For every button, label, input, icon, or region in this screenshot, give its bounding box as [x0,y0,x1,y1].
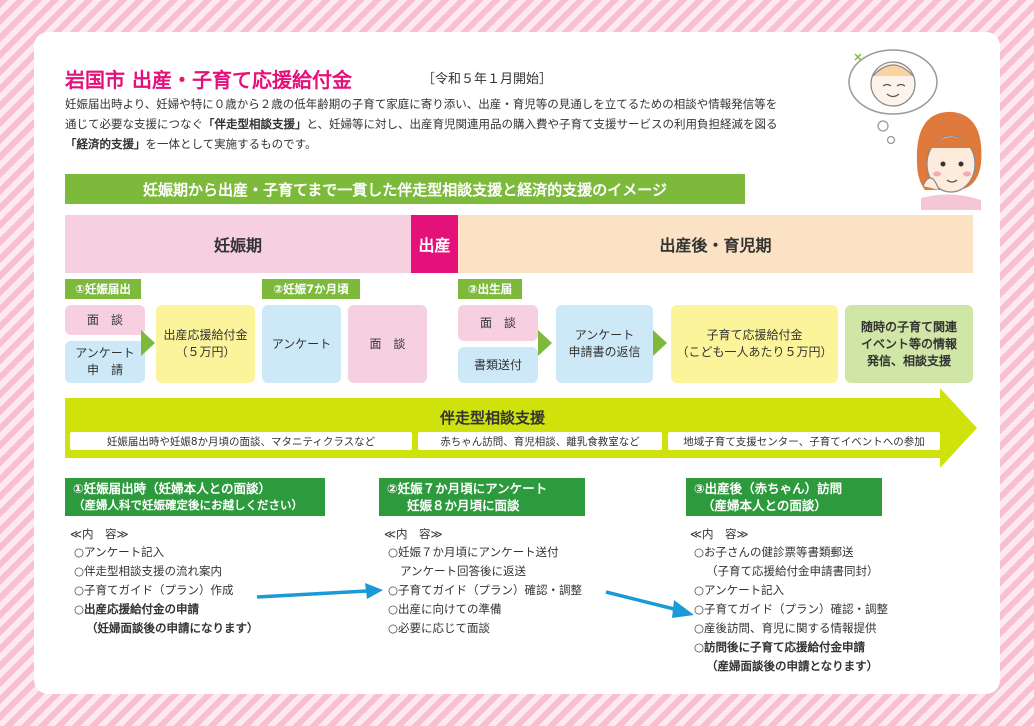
step3-grant-amount: （こども一人あたり５万円） [676,345,833,359]
support-bar-title: 伴走型相談支援 [440,409,546,427]
step2-tag: ②妊娠7か月頃 [262,279,360,299]
list-item: ○必要に応じて面談 [388,621,491,635]
step1-grant-label: 出産応援給付金 [163,328,248,342]
detail1-list: ○アンケート記入 ○伴走型相談支援の流れ案内 ○子育てガイド（プラン）作成 ○出… [74,543,259,638]
phase-pregnancy: 妊娠期 [65,215,411,273]
list-item: （子育て応援給付金申請書同封） [706,564,879,578]
step3-return-box: アンケート 申請書の返信 [556,305,653,383]
intro-line-1: 妊娠届出時より、妊婦や特に０歳から２歳の低年齢期の子育て家庭に寄り添い、出産・育… [65,97,778,111]
support-pill-1: 妊娠届出時や妊娠8か月頃の面談、マタニティクラスなど [70,432,412,450]
support-arrow [65,388,977,468]
flow-chevron [141,330,155,356]
list-item: ○出産応援給付金の申請 [74,602,200,616]
detail3-header-sub: （産婦本人との面談） [702,498,827,513]
detail3-header-title: ③出産後（赤ちゃん）訪問 [694,481,843,496]
step3-support-line1: 随時の子育て関連 [860,319,957,334]
detail1-content-label: ≪内 容≫ [70,527,129,541]
list-item: ○出産に向けての準備 [388,602,502,616]
list-item: ○アンケート記入 [74,545,165,559]
phase-birth: 出産 [411,215,458,273]
list-item: ○アンケート記入 [694,583,785,597]
step1-tag: ①妊娠届出 [65,279,141,299]
section-banner: 妊娠期から出産・子育てまで一貫した伴走型相談支援と経済的支援のイメージ [65,174,745,204]
detail3-list: ○お子さんの健診票等書類郵送 （子育て応援給付金申請書同封） ○アンケート記入 … [694,543,888,676]
step3-grant-label: 子育て応援給付金 [706,328,803,342]
detail2-content-label: ≪内 容≫ [384,527,443,541]
step1-grant-amount: （５万円） [175,345,236,359]
detail2-header-title: ②妊娠７か月頃にアンケート [387,481,548,496]
start-date-note: ［令和５年１月開始］ [422,72,553,87]
list-item: ○訪問後に子育て応援給付金申請 [694,640,866,654]
list-item: ○お子さんの健診票等書類郵送 [694,545,854,559]
page-title: 岩国市 出産・子育て応援給付金 [65,68,352,92]
detail1-header-sub: （産婦人科で妊娠確定後にお越しください） [73,498,303,512]
step1-interview-box: 面 談 [65,305,145,335]
step3-mail-box: 書類送付 [458,347,538,383]
step1-application-label: 申 請 [86,363,123,377]
detail1-header-title: ①妊娠届出時（妊婦本人との面談） [73,481,271,496]
support-pill-2: 赤ちゃん訪問、育児相談、離乳食教室など [418,432,662,450]
step1-survey-label: アンケート [75,346,135,360]
detail2-list: ○妊娠７か月頃にアンケート送付 アンケート回答後に返送 ○子育てガイド（プラン）… [388,543,582,638]
step3-return-label: アンケート [574,328,635,342]
detail3-content-label: ≪内 容≫ [690,527,749,541]
list-item: ○伴走型相談支援の流れ案内 [74,564,223,578]
step3-support-line2: イベント等の情報 [860,336,957,351]
detail1-header: ①妊娠届出時（妊婦本人との面談） （産婦人科で妊娠確定後にお越しください） [65,478,325,516]
step3-support-box: 随時の子育て関連 イベント等の情報 発信、相談支援 [845,305,973,383]
list-item: ○子育てガイド（プラン）作成 [74,583,234,597]
step2-survey-box: アンケート [262,305,341,383]
flow-chevron [653,330,667,356]
detail2-header: ②妊娠７か月頃にアンケート 妊娠８か月頃に面談 [379,478,585,516]
list-item: ○子育てガイド（プラン）確認・調整 [694,602,889,616]
support-pill-3: 地域子育て支援センター、子育てイベントへの参加 [668,432,940,450]
mother-thinking-illustration [848,49,982,210]
list-item: ○産後訪問、育児に関する情報提供 [694,621,877,635]
list-item: アンケート回答後に返送 [400,564,527,578]
step1-survey-box: アンケート 申 請 [65,341,145,383]
intro-line-2: 通じて必要な支援につなぐ「伴走型相談支援」と、妊婦等に対し、出産育児関連用品の購… [65,117,778,131]
step3-tag: ③出生届 [458,279,522,299]
step3-grant-box: 子育て応援給付金 （こども一人あたり５万円） [671,305,838,383]
phase-postnatal: 出産後・育児期 [458,215,973,273]
list-item: （産婦面談後の申請となります） [706,659,879,673]
guide-link-arrow-2 [605,590,694,618]
detail2-header-sub: 妊娠８か月頃に面談 [407,498,520,513]
step2-interview-box: 面 談 [348,305,427,383]
step3-support-line3: 発信、相談支援 [866,353,951,368]
step3-return-sub: 申請書の返信 [568,345,641,359]
step1-grant-box: 出産応援給付金 （５万円） [156,305,255,383]
list-item: ○妊娠７か月頃にアンケート送付 [388,545,559,559]
detail3-header: ③出産後（赤ちゃん）訪問 （産婦本人との面談） [686,478,882,516]
flow-chevron [538,330,552,356]
list-item: （妊婦面談後の申請になります） [86,621,259,635]
intro-line-3: 「経済的支援」を一体として実施するものです。 [65,137,317,151]
list-item: ○子育てガイド（プラン）確認・調整 [388,583,583,597]
guide-link-arrow-1 [256,583,383,599]
step3-interview-box: 面 談 [458,305,538,341]
